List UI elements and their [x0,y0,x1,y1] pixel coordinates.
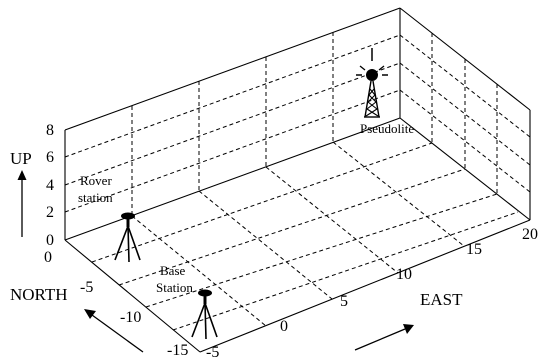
base-label-line2: Station [156,280,193,295]
up-axis-label: UP [10,149,32,168]
east-axis-label-group: EAST [354,290,463,351]
north-tick-minus15: -15 [167,342,188,359]
grid-lines [64,32,531,331]
north-arrow-icon [84,309,96,319]
tripod-icon [191,289,218,340]
rover-station: Rover station [78,173,141,263]
east-axis-ticks: -5 0 5 10 15 20 [206,226,538,361]
north-tick-0: 0 [44,249,52,266]
up-tick-8: 8 [46,122,54,139]
east-arrow-icon [403,324,414,334]
up-tick-6: 6 [46,149,54,166]
east-axis-label: EAST [420,290,463,309]
tripod-icon [114,212,141,263]
base-station: Base Station [156,263,218,340]
rover-label-line1: Rover [80,173,112,188]
pseudolite: Pseudolite [356,48,414,136]
antenna-tower-icon [356,48,388,118]
east-tick-5: 5 [340,293,348,310]
north-axis-label: NORTH [10,285,68,304]
north-tick-minus5: -5 [80,279,93,296]
north-axis-ticks: 0 -5 -10 -15 [44,249,188,359]
up-axis-label-group: UP [10,149,32,237]
up-tick-0: 0 [46,232,54,249]
up-arrow-icon [17,170,27,180]
east-tick-20: 20 [522,226,538,243]
north-axis-label-group: NORTH [10,285,144,353]
rover-label-line2: station [78,190,113,205]
up-axis-ticks: 0 2 4 6 8 [46,122,54,249]
east-tick-0: 0 [280,318,288,335]
up-tick-2: 2 [46,204,54,221]
east-tick-15: 15 [466,241,482,258]
base-label-line1: Base [160,263,186,278]
east-tick-10: 10 [396,266,412,283]
up-tick-4: 4 [46,177,54,194]
east-tick-minus5: -5 [206,344,219,361]
pseudolite-label: Pseudolite [360,121,414,136]
north-tick-minus10: -10 [120,309,141,326]
